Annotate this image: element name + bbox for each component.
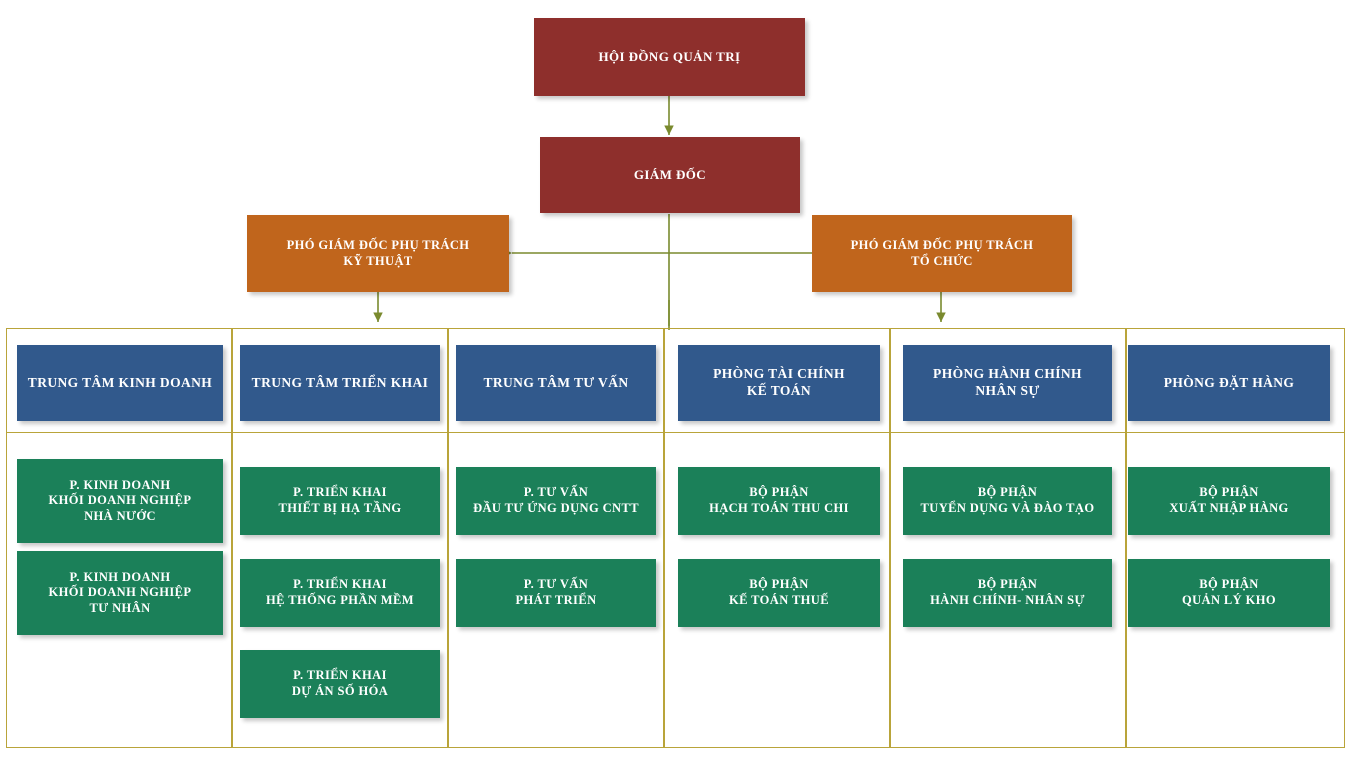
node-director[interactable]: GIÁM ĐỐC xyxy=(540,137,800,213)
node-dept-4-2[interactable]: BỘ PHẬN KẾ TOÁN THUẾ xyxy=(678,559,880,627)
node-dept-4-1[interactable]: BỘ PHẬN HẠCH TOÁN THU CHI xyxy=(678,467,880,535)
divider-3 xyxy=(448,328,664,748)
node-dept-3-2[interactable]: P. TƯ VẤN PHÁT TRIỂN xyxy=(456,559,656,627)
node-dept-2-3[interactable]: P. TRIỂN KHAI DỰ ÁN SỐ HÓA xyxy=(240,650,440,718)
node-center-business[interactable]: TRUNG TÂM KINH DOANH xyxy=(17,345,223,421)
node-dept-2-1[interactable]: P. TRIỂN KHAI THIẾT BỊ HẠ TẦNG xyxy=(240,467,440,535)
node-dept-5-2[interactable]: BỘ PHẬN HÀNH CHÍNH- NHÂN SỰ xyxy=(903,559,1112,627)
node-dept-admin-hr[interactable]: PHÒNG HÀNH CHÍNH NHÂN SỰ xyxy=(903,345,1112,421)
divider-5 xyxy=(890,328,1126,748)
node-dept-1-1[interactable]: P. KINH DOANH KHỐI DOANH NGHIỆP NHÀ NƯỚC xyxy=(17,459,223,543)
divider-2 xyxy=(232,328,448,748)
node-center-consulting[interactable]: TRUNG TÂM TƯ VẤN xyxy=(456,345,656,421)
divider-6 xyxy=(1126,328,1345,748)
node-dept-finance-accounting[interactable]: PHÒNG TÀI CHÍNH KẾ TOÁN xyxy=(678,345,880,421)
node-board-of-directors[interactable]: HỘI ĐỒNG QUẢN TRỊ xyxy=(534,18,805,96)
node-dept-3-1[interactable]: P. TƯ VẤN ĐẦU TƯ ỨNG DỤNG CNTT xyxy=(456,467,656,535)
node-deputy-organization[interactable]: PHÓ GIÁM ĐỐC PHỤ TRÁCH TỔ CHỨC xyxy=(812,215,1072,292)
divider-1 xyxy=(6,328,232,748)
node-dept-6-1[interactable]: BỘ PHẬN XUẤT NHẬP HÀNG xyxy=(1128,467,1330,535)
node-deputy-technical[interactable]: PHÓ GIÁM ĐỐC PHỤ TRÁCH KỸ THUẬT xyxy=(247,215,509,292)
divider-4 xyxy=(664,328,890,748)
node-dept-1-2[interactable]: P. KINH DOANH KHỐI DOANH NGHIỆP TƯ NHÂN xyxy=(17,551,223,635)
node-center-deployment[interactable]: TRUNG TÂM TRIỂN KHAI xyxy=(240,345,440,421)
node-dept-6-2[interactable]: BỘ PHẬN QUẢN LÝ KHO xyxy=(1128,559,1330,627)
node-dept-ordering[interactable]: PHÒNG ĐẶT HÀNG xyxy=(1128,345,1330,421)
node-dept-5-1[interactable]: BỘ PHẬN TUYỂN DỤNG VÀ ĐÀO TẠO xyxy=(903,467,1112,535)
node-dept-2-2[interactable]: P. TRIỂN KHAI HỆ THỐNG PHẦN MỀM xyxy=(240,559,440,627)
